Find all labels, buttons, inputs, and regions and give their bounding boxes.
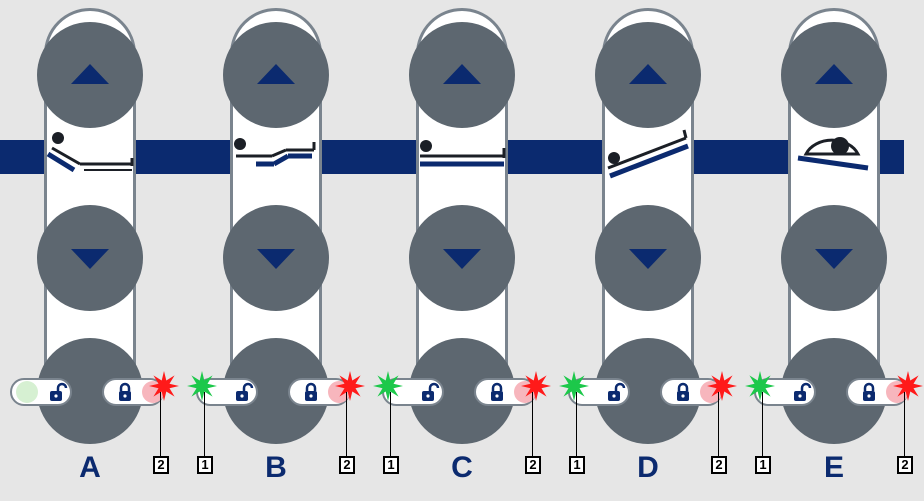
callout-leader xyxy=(762,392,763,456)
column-letter-col-d: D xyxy=(637,451,659,484)
up-button-col-c[interactable] xyxy=(409,22,515,128)
callout-leader xyxy=(576,392,577,456)
unlock-icon xyxy=(50,382,68,401)
lock-icon xyxy=(677,382,689,401)
callout-2: 2 xyxy=(711,456,727,474)
callout-2: 2 xyxy=(897,456,913,474)
inactive-led-glow xyxy=(16,381,38,403)
arrow-up-icon xyxy=(443,64,481,84)
cardiac-position-icon xyxy=(230,128,322,185)
position-glyph xyxy=(46,132,134,173)
arrow-down-icon xyxy=(443,249,481,269)
column-letter-col-c: C xyxy=(451,451,473,484)
callout-leader xyxy=(390,392,391,456)
arrow-down-icon xyxy=(629,249,667,269)
arrow-up-icon xyxy=(629,64,667,84)
green-star-icon xyxy=(745,371,775,401)
position-glyph xyxy=(607,129,689,179)
red-star-icon xyxy=(893,371,923,401)
unlock-icon xyxy=(422,382,440,401)
callout-leader xyxy=(904,392,905,456)
red-star-icon xyxy=(521,371,551,401)
red-led-indicator xyxy=(520,370,552,407)
callout-1: 1 xyxy=(569,456,585,474)
red-led-indicator xyxy=(334,370,366,407)
callout-2: 2 xyxy=(525,456,541,474)
red-star-icon xyxy=(707,371,737,401)
chair-position-icon xyxy=(44,128,136,185)
unlock-icon xyxy=(236,382,254,401)
down-button-col-d[interactable] xyxy=(595,205,701,311)
lock-icon xyxy=(119,382,131,401)
up-button-col-a[interactable] xyxy=(37,22,143,128)
lock-icon xyxy=(491,382,503,401)
callout-1: 1 xyxy=(383,456,399,474)
callout-2: 2 xyxy=(339,456,355,474)
callout-leader xyxy=(160,392,161,456)
column-letter-col-b: B xyxy=(265,451,287,484)
bed-control-panel-diagram: 2 A 1 2 B 1 2 C 1 2 D 1 2 E xyxy=(0,8,923,484)
red-star-icon xyxy=(149,371,179,401)
lateral-tilt-icon xyxy=(788,128,880,185)
position-glyph xyxy=(234,138,316,167)
callout-leader xyxy=(204,392,205,456)
green-star-icon xyxy=(559,371,589,401)
arrow-down-icon xyxy=(71,249,109,269)
down-button-col-e[interactable] xyxy=(781,205,887,311)
up-button-col-e[interactable] xyxy=(781,22,887,128)
flat-position-icon xyxy=(416,128,508,185)
down-button-col-c[interactable] xyxy=(409,205,515,311)
up-button-col-d[interactable] xyxy=(595,22,701,128)
column-letter-col-a: A xyxy=(79,451,101,484)
arrow-down-icon xyxy=(257,249,295,269)
callout-1: 1 xyxy=(755,456,771,474)
arrow-up-icon xyxy=(257,64,295,84)
callout-leader xyxy=(718,392,719,456)
lock-icon xyxy=(305,382,317,401)
green-star-icon xyxy=(373,371,403,401)
red-led-indicator xyxy=(706,370,738,407)
red-led-indicator xyxy=(892,370,924,407)
green-led-indicator xyxy=(186,370,218,407)
down-button-col-a[interactable] xyxy=(37,205,143,311)
green-led-indicator xyxy=(372,370,404,407)
green-led-indicator xyxy=(558,370,590,407)
position-glyph xyxy=(797,137,869,171)
arrow-up-icon xyxy=(815,64,853,84)
red-led-indicator xyxy=(148,370,180,407)
callout-2: 2 xyxy=(153,456,169,474)
unlock-icon xyxy=(794,382,812,401)
unlock-icon xyxy=(608,382,626,401)
red-star-icon xyxy=(335,371,365,401)
green-led-indicator xyxy=(744,370,776,407)
callout-leader xyxy=(346,392,347,456)
callout-1: 1 xyxy=(197,456,213,474)
arrow-down-icon xyxy=(815,249,853,269)
down-button-col-b[interactable] xyxy=(223,205,329,311)
arrow-up-icon xyxy=(71,64,109,84)
tilt-position-icon xyxy=(602,128,694,185)
green-star-icon xyxy=(187,371,217,401)
column-letter-col-e: E xyxy=(823,451,844,484)
callout-leader xyxy=(532,392,533,456)
lock-icon xyxy=(863,382,875,401)
position-glyph xyxy=(420,140,506,167)
up-button-col-b[interactable] xyxy=(223,22,329,128)
